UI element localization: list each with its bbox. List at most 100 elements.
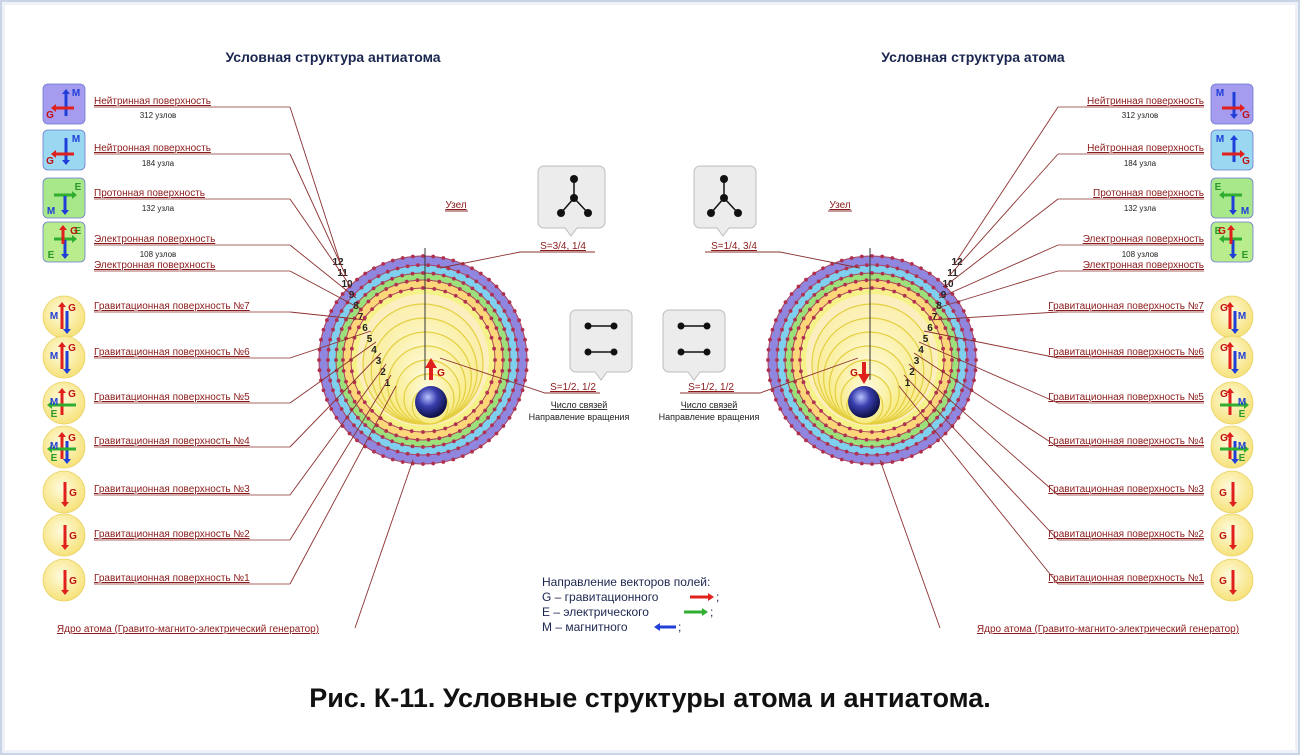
surface-node bbox=[927, 293, 932, 297]
surface-node bbox=[478, 293, 483, 297]
surface-label: Гравитационная поверхность №3 bbox=[94, 484, 250, 495]
surface-node bbox=[501, 292, 506, 296]
figure-caption: Рис. К-11. Условные структуры атома и ан… bbox=[309, 683, 991, 713]
icon-letter: G bbox=[1220, 433, 1228, 444]
surface-node bbox=[949, 369, 954, 373]
surface-node bbox=[785, 378, 790, 383]
surface-node bbox=[837, 422, 842, 427]
surface-node bbox=[446, 449, 451, 454]
surface-node bbox=[410, 271, 415, 276]
left-title: Условная структура антиатома bbox=[225, 49, 440, 65]
surface-count: 108 узлов bbox=[1122, 250, 1159, 259]
surface-count: 184 узла bbox=[1124, 159, 1157, 168]
surface-node bbox=[880, 444, 885, 449]
surface-node bbox=[426, 278, 431, 283]
surface-node bbox=[457, 287, 462, 291]
surface-label: Гравитационная поверхность №5 bbox=[1048, 392, 1204, 403]
surface-node bbox=[870, 271, 874, 275]
gravity-icon bbox=[1210, 381, 1254, 425]
surface-node bbox=[334, 398, 339, 402]
surface-node bbox=[880, 271, 885, 276]
leader-line bbox=[289, 363, 387, 496]
surface-node bbox=[801, 423, 805, 428]
surface-node bbox=[431, 271, 436, 276]
surface-node bbox=[334, 415, 339, 420]
surface-node bbox=[808, 285, 813, 290]
gravity-icon-m-vector-head bbox=[63, 329, 71, 334]
surface-node bbox=[446, 266, 451, 271]
surface-node bbox=[339, 327, 344, 331]
surface-node bbox=[405, 451, 410, 456]
icon-letter: E bbox=[75, 182, 82, 193]
surface-node bbox=[921, 307, 925, 311]
surface-node bbox=[808, 408, 812, 413]
surface-node bbox=[819, 409, 823, 413]
surface-node bbox=[490, 292, 494, 297]
surface-node bbox=[941, 407, 946, 412]
surface-node bbox=[415, 278, 420, 283]
surface-node bbox=[317, 368, 322, 373]
surface-node bbox=[317, 358, 321, 362]
surface-node bbox=[895, 266, 900, 271]
surface-node bbox=[362, 400, 367, 405]
surface-node bbox=[426, 437, 431, 442]
surface-node bbox=[426, 263, 430, 267]
surface-node bbox=[950, 358, 954, 362]
surface-node bbox=[482, 285, 487, 290]
surface-node bbox=[847, 289, 852, 294]
surface-node bbox=[919, 429, 924, 434]
leader-line bbox=[913, 352, 1059, 448]
surface-node bbox=[436, 451, 441, 456]
surface-node bbox=[350, 346, 354, 351]
surface-node bbox=[492, 369, 496, 374]
gravity-icon-g-vector-head bbox=[58, 342, 66, 347]
surface-node bbox=[500, 347, 505, 351]
surface-count: 312 узлов bbox=[1122, 111, 1159, 120]
icon-letter: M bbox=[1216, 88, 1224, 99]
surface-node bbox=[919, 266, 923, 271]
surface-node bbox=[513, 337, 518, 342]
surface-node bbox=[780, 327, 784, 332]
surface-node bbox=[820, 286, 825, 291]
surface-node bbox=[498, 379, 502, 384]
surface-node bbox=[329, 309, 334, 313]
surface-node bbox=[796, 431, 801, 436]
surface-node bbox=[366, 299, 371, 304]
legend-item-m: M – магнитного bbox=[542, 620, 628, 634]
surface-node bbox=[517, 318, 521, 323]
surface-node bbox=[453, 422, 458, 427]
gravity-icon-e-vector-head bbox=[1244, 401, 1249, 409]
surface-node bbox=[951, 327, 956, 331]
icon-letter: G bbox=[1218, 226, 1226, 237]
surface-node bbox=[931, 430, 936, 435]
gravity-icon-g-vector-head bbox=[1226, 432, 1234, 437]
surface-node bbox=[441, 460, 446, 464]
surface-node bbox=[507, 347, 512, 352]
legend-item-e: E – электрического bbox=[542, 605, 649, 619]
surface-node bbox=[447, 433, 452, 438]
surface-node bbox=[808, 430, 813, 435]
ring-number-8: 8 bbox=[936, 301, 942, 312]
surface-node bbox=[511, 388, 515, 393]
gravity-icon-g-vector-head bbox=[58, 388, 66, 393]
surface-node bbox=[356, 300, 360, 305]
leader-line bbox=[908, 363, 1059, 496]
surface-node bbox=[799, 369, 803, 374]
surface-node bbox=[821, 266, 825, 271]
surface-node bbox=[824, 423, 828, 428]
surface-node bbox=[794, 300, 799, 305]
icon-letter: G bbox=[1242, 156, 1250, 167]
electron-icon-e-vector-head bbox=[72, 235, 77, 243]
surface-node bbox=[812, 444, 817, 449]
icon-letter: G bbox=[1220, 389, 1228, 400]
surface-node bbox=[344, 317, 348, 322]
surface-node bbox=[950, 292, 955, 296]
icon-letter: M bbox=[1238, 351, 1246, 362]
surface-node bbox=[936, 438, 940, 443]
surface-node bbox=[825, 274, 830, 278]
core-g-arrowhead-icon bbox=[425, 358, 437, 368]
surface-node bbox=[380, 435, 385, 439]
